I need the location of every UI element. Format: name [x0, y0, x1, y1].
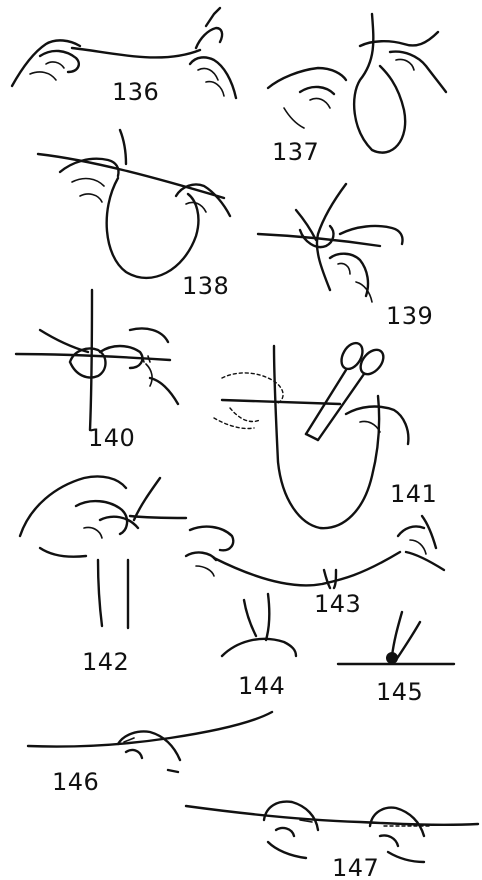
thread-horizontal: [130, 516, 186, 518]
thread-horizontal: [16, 354, 170, 360]
hand: [20, 476, 138, 556]
figure-141: 141: [214, 339, 437, 528]
left-hand: [12, 40, 80, 86]
thread: [186, 806, 478, 825]
label-141: 141: [390, 480, 437, 508]
figure-145: 145: [338, 612, 454, 706]
right-hand: [190, 8, 236, 98]
right-hand: [360, 32, 446, 92]
label-142: 142: [82, 648, 129, 676]
label-138: 138: [182, 272, 229, 300]
left-hand: [264, 802, 318, 858]
label-137: 137: [272, 138, 319, 166]
right-hand: [398, 516, 444, 570]
label-146: 146: [52, 768, 99, 796]
thread-top: [38, 154, 224, 198]
thread: [28, 712, 272, 747]
thread-arc: [222, 639, 296, 656]
label-140: 140: [88, 424, 135, 452]
right-hand: [176, 184, 230, 216]
figure-140: 140: [16, 290, 178, 452]
label-139: 139: [386, 302, 433, 330]
figure-143: 143: [186, 516, 444, 618]
figure-138: 138: [38, 130, 230, 300]
figure-137: 137: [268, 14, 446, 166]
figure-144: 144: [222, 594, 296, 700]
figure-139: 139: [258, 184, 433, 330]
thread-horizontal: [258, 234, 380, 246]
thread: [72, 48, 200, 57]
label-147: 147: [332, 854, 379, 880]
thread-loop: [354, 14, 405, 153]
hands: [70, 329, 178, 405]
label-136: 136: [112, 78, 159, 106]
left-hand: [186, 527, 233, 576]
figure-136: 136: [12, 8, 236, 106]
figure-146: 146: [28, 712, 272, 796]
knot: [386, 652, 398, 664]
thread-loop: [107, 178, 199, 278]
label-145: 145: [376, 678, 423, 706]
left-hand: [268, 68, 346, 128]
label-144: 144: [238, 672, 285, 700]
figure-142: 142: [20, 476, 186, 676]
label-143: 143: [314, 590, 361, 618]
scissors-icon: [306, 339, 388, 440]
thread: [214, 552, 400, 585]
figure-147: 147: [186, 802, 478, 880]
